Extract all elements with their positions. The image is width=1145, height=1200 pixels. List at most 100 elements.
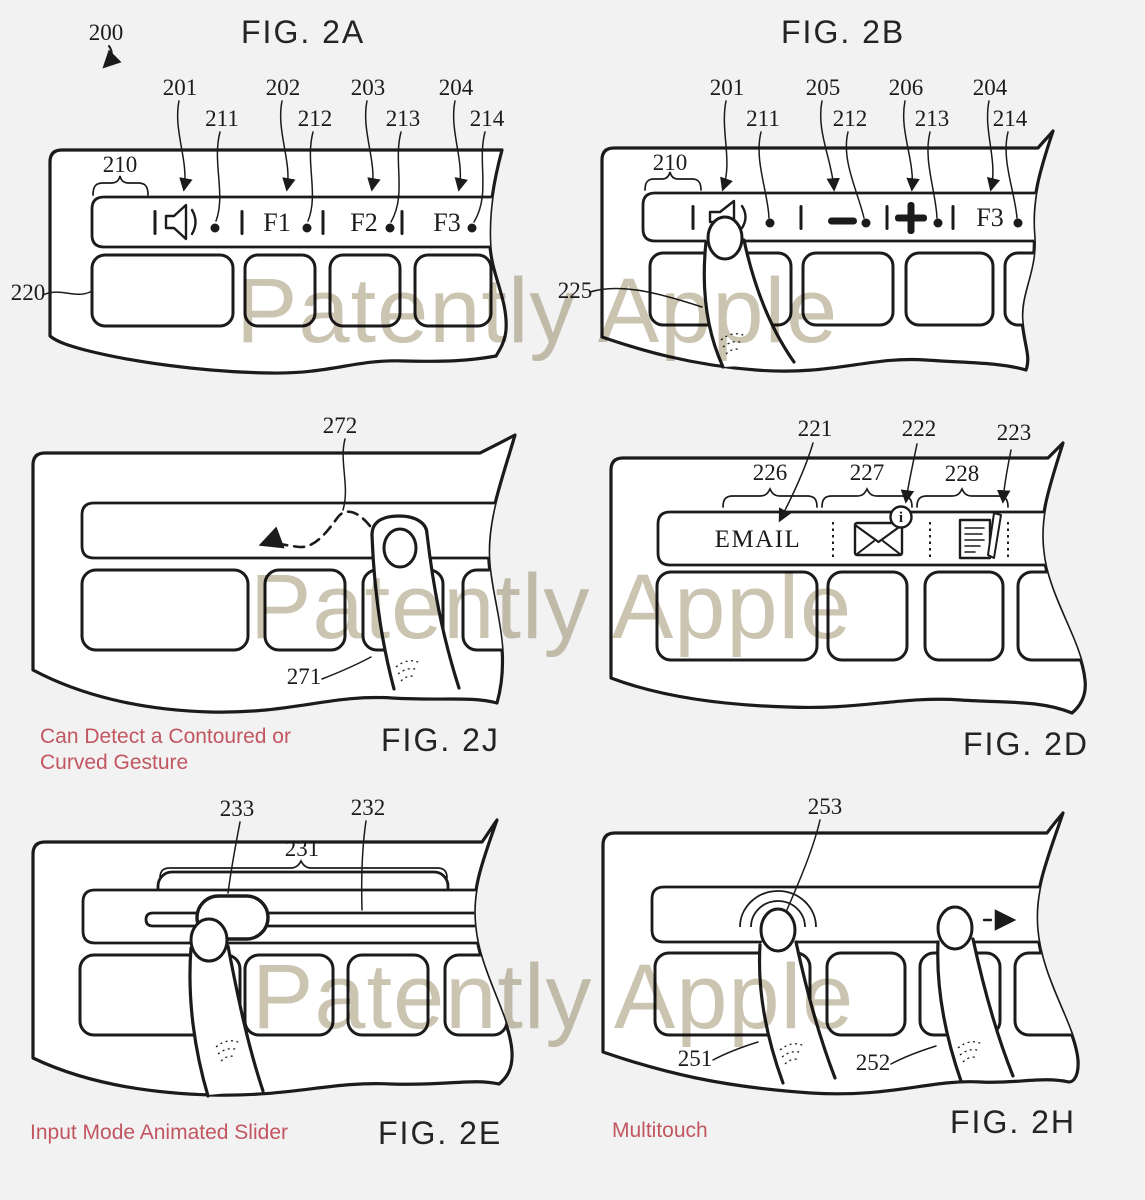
ref-label-204: 204 — [973, 75, 1008, 100]
ref-label-227: 227 — [850, 460, 885, 485]
divider-bar — [885, 205, 889, 230]
volume-down-icon — [828, 217, 857, 225]
leader-line — [785, 819, 821, 913]
compose-icon — [958, 512, 1002, 560]
figure-2h-caption: Multitouch — [612, 1119, 708, 1142]
info-badge-icon: i — [889, 505, 913, 529]
ref-label-272: 272 — [323, 413, 358, 438]
divider-bar — [951, 205, 955, 230]
ref-label-204: 204 — [439, 75, 474, 100]
fingertip — [706, 215, 744, 261]
ref-label-220: 220 — [11, 280, 46, 305]
ref-label-203: 203 — [351, 75, 386, 100]
function-row — [650, 885, 1052, 944]
figure-2h-panel: 253 251 252 — [601, 794, 1080, 1096]
ref-label-201: 201 — [710, 75, 745, 100]
leader-line — [890, 1045, 937, 1065]
fingertip — [936, 905, 974, 951]
keyboard-key — [826, 570, 909, 662]
key-f1-label: F1 — [263, 208, 290, 237]
figure-2a-panel: F1 F2 F3 200 210 220 201 202 203 204 211… — [11, 20, 508, 375]
touch-ripple — [750, 900, 806, 928]
figure-2j-panel: 272 271 — [31, 413, 517, 714]
watermark: Patently Apple — [252, 946, 855, 1048]
leader-line — [778, 442, 814, 523]
sensor-dot — [861, 218, 871, 228]
ref-label-202: 202 — [266, 75, 301, 100]
divider-bar — [400, 210, 404, 235]
key-f2-label: F2 — [350, 208, 377, 237]
figure-2b-panel: F3 210 225 201 205 206 204 211 212 213 2… — [558, 75, 1055, 373]
speaker-icon — [164, 203, 188, 241]
figure-2a-title: FIG. 2A — [241, 14, 366, 50]
leader-line — [307, 131, 314, 222]
key-f3-label: F3 — [433, 208, 460, 237]
finger-illustration — [702, 215, 796, 369]
key-f3-label: F3 — [976, 203, 1003, 232]
leader-line — [712, 1041, 759, 1061]
figure-2j-title: FIG. 2J — [381, 722, 500, 758]
leader-line — [758, 131, 770, 219]
ref-label-211: 211 — [746, 106, 780, 131]
leader-line — [42, 291, 91, 296]
figure-2e-title: FIG. 2E — [378, 1115, 503, 1151]
sensor-dot — [385, 223, 395, 233]
finger-illustration — [370, 514, 461, 691]
leader-line — [902, 100, 920, 192]
ref-label-210: 210 — [103, 152, 138, 177]
caption-line: Can Detect a Contoured or — [40, 725, 291, 748]
speaker-wave-icon — [740, 204, 747, 230]
ref-label-252: 252 — [856, 1050, 891, 1075]
leader-line — [1005, 131, 1018, 219]
figure-2d-panel: EMAIL i 226 227 228 — [609, 416, 1087, 715]
brace-210 — [92, 175, 149, 196]
ref-label-214: 214 — [470, 106, 505, 131]
caption-line: Curved Gesture — [40, 751, 189, 774]
leader-line — [279, 100, 296, 192]
leader-line — [927, 131, 938, 219]
gesture-path — [258, 510, 372, 549]
function-row — [80, 501, 502, 560]
sensor-dot — [1013, 218, 1023, 228]
brace-210 — [644, 171, 702, 191]
keyboard-key — [825, 951, 907, 1037]
keyboard-key — [1003, 251, 1053, 327]
finger-illustration — [188, 917, 265, 1098]
figure-2e-caption: Input Mode Animated Slider — [30, 1121, 288, 1144]
keyboard-key — [243, 253, 317, 328]
ref-label-213: 213 — [915, 106, 950, 131]
figure-2b-title: FIG. 2B — [781, 14, 906, 50]
ref-label-226: 226 — [753, 460, 788, 485]
leader-line — [321, 656, 372, 680]
keyboard-key — [80, 568, 250, 652]
keyboard-key — [243, 953, 335, 1037]
divider-bar — [321, 210, 325, 235]
ref-label-200: 200 — [89, 20, 124, 45]
ref-label-271: 271 — [287, 664, 322, 689]
keyboard-key — [904, 251, 995, 327]
volume-up-icon — [907, 202, 915, 234]
leader-line — [900, 443, 918, 504]
ref-label-253: 253 — [808, 794, 843, 819]
ref-label-211: 211 — [205, 106, 239, 131]
slider-track — [144, 911, 482, 928]
ref-label-228: 228 — [945, 461, 980, 486]
ref-label-201: 201 — [163, 75, 198, 100]
ref-label-223: 223 — [997, 420, 1032, 445]
function-row — [90, 195, 507, 249]
figure-2h-title: FIG. 2H — [950, 1104, 1077, 1140]
fingertip — [759, 907, 797, 953]
brace-226 — [722, 487, 818, 508]
keyboard-key — [90, 253, 235, 328]
ref-label-212: 212 — [833, 106, 868, 131]
leader-line — [364, 100, 381, 192]
email-label: EMAIL — [715, 526, 802, 553]
sensor-dot — [765, 218, 775, 228]
ref-label-221: 221 — [798, 416, 833, 441]
sensor-dot — [933, 218, 943, 228]
divider-bar — [799, 205, 803, 230]
brace-231 — [159, 859, 448, 879]
leader-line — [342, 438, 347, 511]
finger-illustration — [936, 905, 1015, 1083]
